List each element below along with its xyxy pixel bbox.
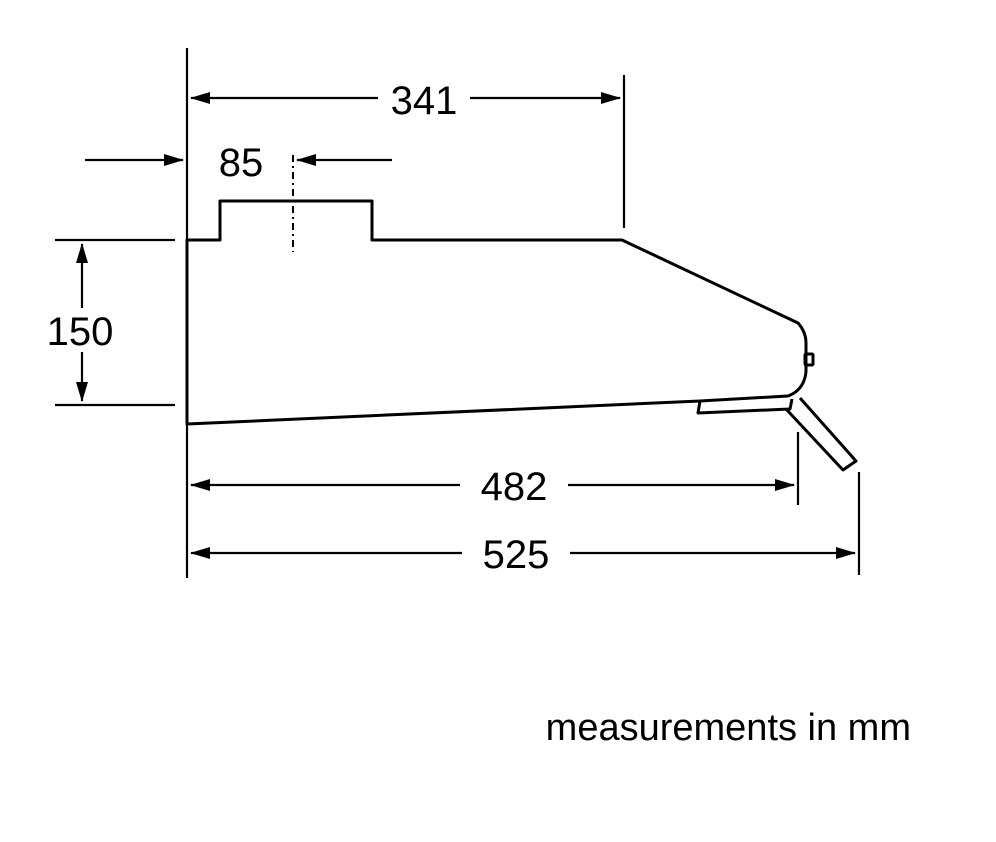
dimension-label-341: 341 <box>391 79 458 123</box>
front-visor <box>696 398 794 415</box>
hood-outline <box>185 199 858 472</box>
dimension-85: 85 <box>85 141 392 185</box>
dimension-label-482: 482 <box>481 465 548 509</box>
dimension-label-150: 150 <box>47 310 114 354</box>
dimension-482: 482 <box>190 465 795 509</box>
dimension-label-85: 85 <box>219 141 264 185</box>
hood-knob <box>803 352 815 367</box>
dimension-525: 525 <box>190 533 856 577</box>
dimension-341: 341 <box>190 79 621 123</box>
hood-body <box>185 199 808 426</box>
dimension-label-525: 525 <box>483 533 550 577</box>
extension-lines <box>55 48 861 578</box>
units-note: measurements in mm <box>546 707 911 749</box>
visor-handle <box>784 397 858 472</box>
dimension-150: 150 <box>47 243 114 402</box>
